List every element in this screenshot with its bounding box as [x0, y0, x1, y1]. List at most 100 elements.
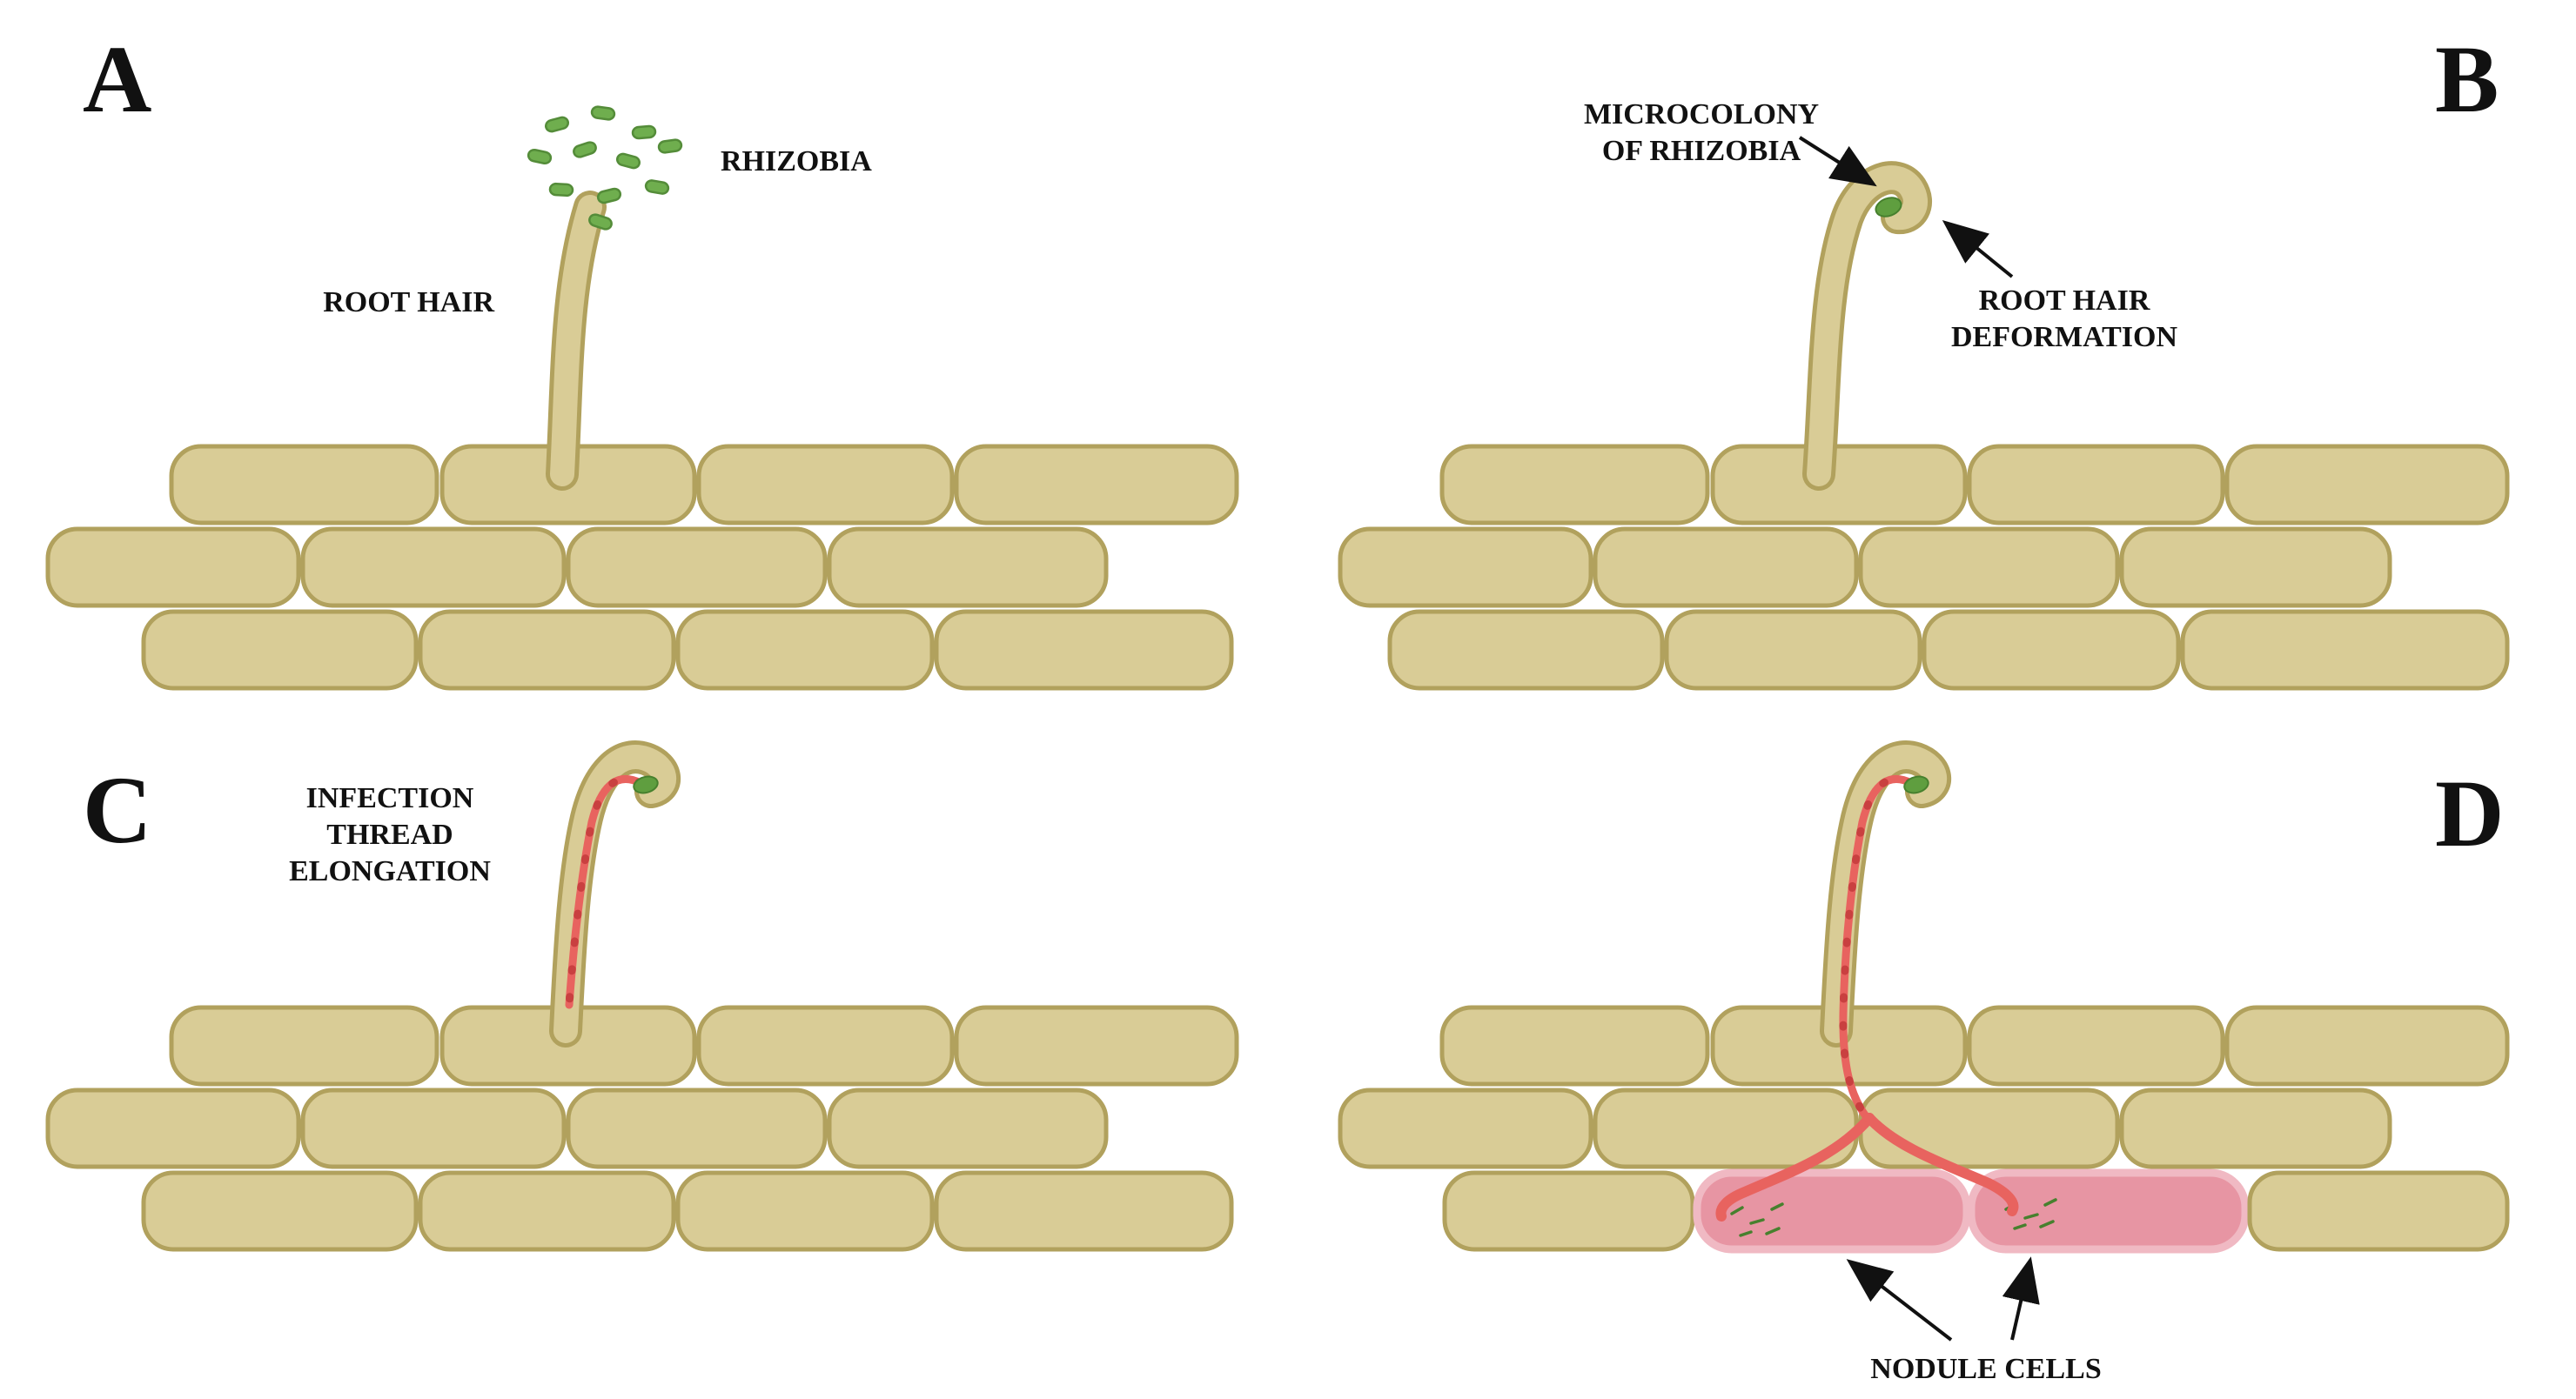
- root-cell: [2180, 609, 2510, 691]
- infected-root-hair: [1715, 740, 2019, 1222]
- rhizobium: [615, 152, 641, 170]
- root-cell: [1967, 444, 2225, 525]
- root-cell: [45, 1088, 301, 1169]
- cell-row: [1442, 1168, 2510, 1254]
- infected-root-hair: [549, 740, 681, 1048]
- infection-label-line1: INFECTION: [306, 782, 474, 814]
- nodule-cell: [1693, 1168, 1971, 1254]
- rhizobium: [596, 187, 622, 204]
- cell-row: [1338, 526, 2392, 608]
- root-cell: [1387, 609, 1665, 691]
- root-cell: [1338, 526, 1593, 608]
- rhizobia-label: RHIZOBIA: [721, 145, 872, 177]
- root-cell: [696, 1005, 955, 1087]
- nodule-cell: [1967, 1168, 2250, 1254]
- cell-row: [1338, 1088, 2392, 1169]
- rhizobia-microcolony: [1875, 197, 1902, 218]
- microcolony-label-line2: OF RHIZOBIA: [1602, 135, 1801, 167]
- cell-row: [1439, 444, 2510, 525]
- panel-a-letter: A: [83, 26, 151, 132]
- cell-row: [141, 1170, 1234, 1252]
- root-cell: [1439, 444, 1710, 525]
- cell-row: [1439, 1005, 2510, 1087]
- root-cell: [1593, 526, 1859, 608]
- root-cell: [675, 1170, 935, 1252]
- root-cell: [566, 526, 828, 608]
- infection-thread-branch-right: [1864, 1113, 2019, 1216]
- rhizobium: [548, 182, 574, 197]
- nodule-cells-label: NODULE CELLS: [1870, 1353, 2101, 1385]
- root-cell: [169, 444, 439, 525]
- root-cell: [169, 1005, 439, 1087]
- root-cell: [141, 1170, 419, 1252]
- deformed-root-hair: [1802, 161, 1932, 491]
- root-cell: [418, 1170, 676, 1252]
- panel-d: D: [1338, 740, 2510, 1385]
- infection-thread-branch-left: [1715, 1113, 1875, 1222]
- root-cell: [954, 444, 1239, 525]
- deformation-arrow: [1942, 219, 2014, 278]
- root-cell: [1858, 1088, 2120, 1169]
- root-cell: [300, 526, 567, 608]
- deformation-label-line1: ROOT HAIR: [1979, 284, 2150, 317]
- cell-row: [169, 444, 1239, 525]
- root-cell: [1664, 609, 1922, 691]
- root-cell: [827, 1088, 1109, 1169]
- panel-b-letter: B: [2435, 26, 2499, 132]
- rhizobium: [590, 105, 616, 121]
- root-cell: [934, 609, 1234, 691]
- infection-thread-bacteria: [565, 774, 645, 1009]
- rhizobium: [588, 213, 613, 231]
- infection-label-line2: THREAD: [326, 819, 453, 851]
- microcolony-label-line1: MICROCOLONY: [1584, 98, 1819, 131]
- cell-row: [45, 1088, 1109, 1169]
- panel-c-letter: C: [83, 757, 151, 863]
- root-cell: [696, 444, 955, 525]
- root-cell: [418, 609, 676, 691]
- microcolony-arrow: [1798, 136, 1877, 187]
- root-hair: [546, 191, 607, 491]
- root-cell: [1922, 609, 2181, 691]
- root-hair-label: ROOT HAIR: [323, 286, 494, 318]
- rhizobium: [631, 124, 657, 140]
- root-cell: [1967, 1005, 2225, 1087]
- root-cell: [1710, 444, 1968, 525]
- panel-b: B MICROCOLONY OF RHIZOBIA ROO: [1338, 26, 2510, 691]
- cell-row: [141, 609, 1234, 691]
- root-cell: [934, 1170, 1234, 1252]
- rhizobium: [573, 141, 597, 158]
- rhizobium: [657, 138, 683, 154]
- deformation-label-line2: DEFORMATION: [1951, 321, 2177, 353]
- panel-d-letter: D: [2435, 760, 2504, 867]
- rhizobia-microcolony: [633, 775, 659, 794]
- rhizobium: [544, 116, 570, 133]
- root-cell: [2224, 1005, 2510, 1087]
- cell-row: [1387, 609, 2510, 691]
- root-cell: [300, 1088, 567, 1169]
- root-cell: [2119, 1088, 2392, 1169]
- rhizobia-cluster: [527, 105, 683, 231]
- root-cell: [2224, 444, 2510, 525]
- cell-row: [45, 526, 1109, 608]
- nodule-arrow-right: [2002, 1256, 2040, 1341]
- root-cell: [2119, 526, 2392, 608]
- infection-thread-bacteria: [1839, 774, 1915, 1125]
- nodule-arrow-left: [1846, 1259, 1953, 1342]
- root-cell: [141, 609, 419, 691]
- root-cell: [1858, 526, 2120, 608]
- rhizobium: [527, 148, 553, 165]
- rhizobia-microcolony: [1903, 775, 1929, 794]
- root-cell: [566, 1088, 828, 1169]
- rhizobium: [644, 179, 670, 195]
- root-cell: [1338, 1088, 1593, 1169]
- root-cell: [675, 609, 935, 691]
- panel-a: A: [45, 26, 1239, 691]
- root-cell: [1439, 1005, 1710, 1087]
- root-cell: [827, 526, 1109, 608]
- root-cell: [1442, 1170, 1695, 1252]
- root-cell: [45, 526, 301, 608]
- panel-c: C INFECTION THREAD EL: [45, 740, 1239, 1252]
- root-cell: [954, 1005, 1239, 1087]
- cell-row: [169, 1005, 1239, 1087]
